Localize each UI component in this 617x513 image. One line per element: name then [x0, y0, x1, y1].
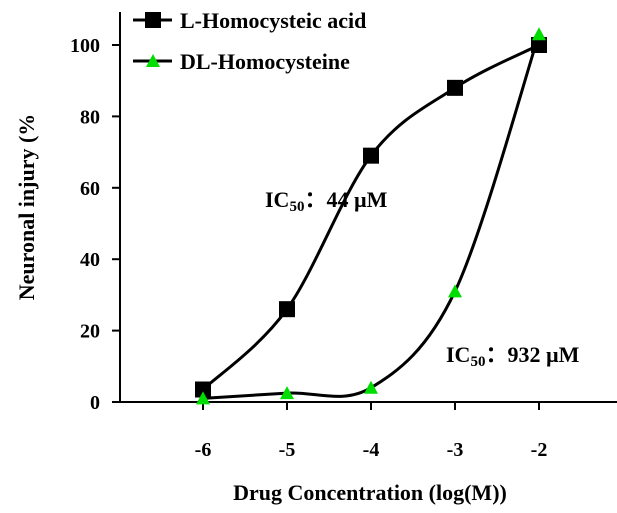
data-point-l-homocysteic-acid — [447, 79, 463, 96]
legend-label-dl-homocysteine: DL-Homocysteine — [180, 49, 350, 74]
y-tick-label: 60 — [80, 178, 100, 200]
y-tick-label: 20 — [80, 321, 100, 343]
ic50-prefix: IC — [265, 187, 289, 212]
y-tick-label: 0 — [90, 392, 100, 414]
x-tick-label: -3 — [447, 439, 464, 461]
x-tick-label: -2 — [531, 439, 548, 461]
y-axis-label: Neuronal injury (% — [14, 114, 39, 301]
y-tick-label: 40 — [80, 249, 100, 271]
data-point-dl-homocysteine — [532, 27, 546, 41]
y-tick-label: 80 — [80, 106, 100, 128]
x-tick-label: -4 — [363, 439, 380, 461]
ic50-subscript: 50 — [470, 354, 485, 370]
data-point-l-homocysteic-acid — [279, 301, 295, 318]
x-axis-label: Drug Concentration (log(M)) — [233, 480, 507, 505]
ic50-value: ：44 µM — [304, 187, 387, 212]
y-ticks: 0 20 40 60 80 100 — [70, 35, 120, 414]
legend-marker-square — [145, 12, 161, 28]
data-point-dl-homocysteine — [280, 386, 294, 400]
data-point-l-homocysteic-acid — [363, 147, 379, 164]
legend-marker-triangle — [146, 54, 160, 67]
ic50-annotation-l-homocysteic-acid: IC50：44 µM — [265, 187, 388, 215]
data-point-dl-homocysteine — [364, 380, 378, 394]
x-tick-label: -5 — [279, 439, 296, 461]
data-point-dl-homocysteine — [196, 391, 210, 405]
series-layer — [195, 27, 547, 405]
data-point-dl-homocysteine — [448, 284, 462, 298]
series-line-l-homocysteic-acid — [201, 43, 540, 391]
y-tick-label: 100 — [70, 35, 100, 57]
data-point-l-homocysteic-acid — [195, 381, 211, 398]
x-ticks: -6 -5 -4 -3 -2 — [195, 402, 548, 461]
legend-label-l-homocysteic-acid: L-Homocysteic acid — [180, 8, 366, 33]
ic50-annotation-dl-homocysteine: IC50：932 µM — [446, 342, 580, 370]
series-line-dl-homocysteine — [202, 33, 541, 400]
legend: L-Homocysteic acid DL-Homocysteine — [133, 8, 366, 74]
ic50-subscript: 50 — [289, 199, 304, 215]
ic50-prefix: IC — [446, 342, 470, 367]
x-tick-label: -6 — [195, 439, 212, 461]
ic50-value: ：932 µM — [485, 342, 579, 367]
